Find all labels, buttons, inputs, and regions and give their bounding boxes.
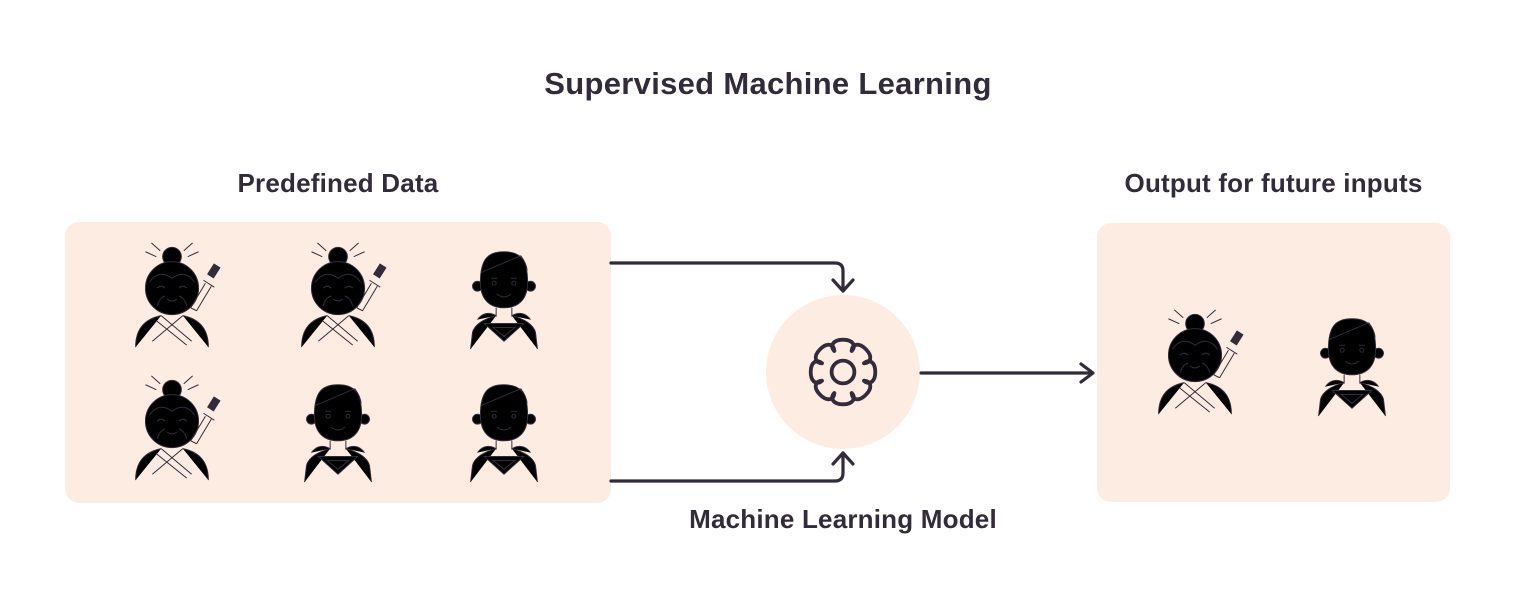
superhero-icon xyxy=(445,237,563,355)
gear-icon xyxy=(808,337,878,407)
arrow-bottom-input-head xyxy=(831,451,855,466)
arrow-bottom-input xyxy=(609,451,845,483)
samurai-icon xyxy=(113,237,231,355)
predefined-data-box xyxy=(65,222,611,503)
samurai-icon xyxy=(279,237,397,355)
samurai-icon xyxy=(1136,304,1254,422)
predefined-row-2 xyxy=(65,370,611,488)
model-label: Machine Learning Model xyxy=(689,504,997,534)
arrow-output-head xyxy=(1079,362,1095,384)
superhero-icon xyxy=(279,370,397,488)
machine-learning-model-node xyxy=(766,295,920,449)
output-box xyxy=(1097,223,1450,502)
arrow-top-input xyxy=(609,261,845,293)
predefined-data-label: Predefined Data xyxy=(237,168,439,198)
output-label: Output for future inputs xyxy=(1124,168,1423,198)
superhero-icon xyxy=(445,370,563,488)
superhero-icon xyxy=(1293,304,1411,422)
diagram-title: Supervised Machine Learning xyxy=(544,66,992,101)
predefined-row-1 xyxy=(65,237,611,355)
arrow-top-input-head xyxy=(831,278,855,293)
samurai-icon xyxy=(113,370,231,488)
